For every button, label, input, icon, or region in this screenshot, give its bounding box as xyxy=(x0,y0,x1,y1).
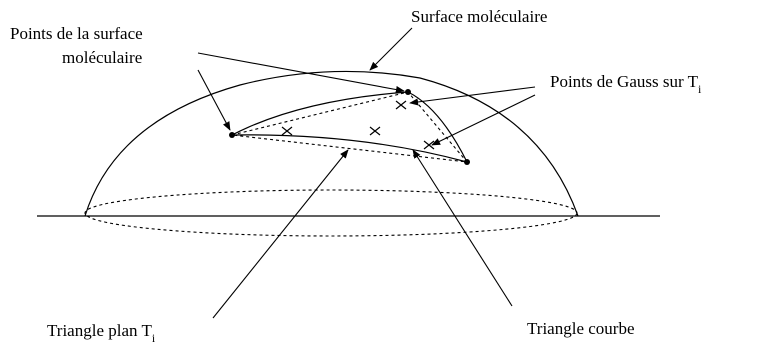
arrow-triangle-courbe xyxy=(412,149,513,307)
molecular-surface-dome xyxy=(84,70,579,217)
label-points-surface-line2: moléculaire xyxy=(62,48,142,67)
arrow-gauss-1 xyxy=(409,86,536,106)
gauss-point-cross xyxy=(395,100,407,110)
label-points-surface-line1: Points de la surface xyxy=(10,24,143,43)
label-triangle-plan: Triangle plan Ti xyxy=(47,321,156,345)
surface-point-vertex xyxy=(464,159,470,165)
curved-triangle-edge-bottom xyxy=(231,134,468,163)
arrow-points-surface-2 xyxy=(197,52,405,94)
surface-point-vertex xyxy=(229,132,235,138)
plane-triangle xyxy=(231,91,469,163)
gauss-point-cross xyxy=(369,126,381,136)
curved-triangle-edge-top xyxy=(231,91,409,136)
label-points-gauss-sub: i xyxy=(698,82,702,96)
arrow-surface-moleculaire xyxy=(369,27,413,71)
arrow-triangle-plan xyxy=(212,149,349,319)
label-triangle-plan-text: Triangle plan T xyxy=(47,321,152,340)
label-triangle-courbe: Triangle courbe xyxy=(527,319,635,338)
arrow-points-surface-1 xyxy=(197,69,231,131)
label-points-gauss-text: Points de Gauss sur T xyxy=(550,72,699,91)
label-surface-moleculaire: Surface moléculaire xyxy=(411,7,547,26)
label-triangle-plan-sub: i xyxy=(152,331,156,345)
curved-triangle-edge-right xyxy=(407,91,468,163)
arrow-gauss-2 xyxy=(431,94,536,146)
label-points-gauss: Points de Gauss sur Ti xyxy=(550,72,702,96)
surface-point-vertex xyxy=(405,89,411,95)
dashed-base-ellipse xyxy=(84,189,578,237)
gauss-point-cross xyxy=(281,126,293,136)
